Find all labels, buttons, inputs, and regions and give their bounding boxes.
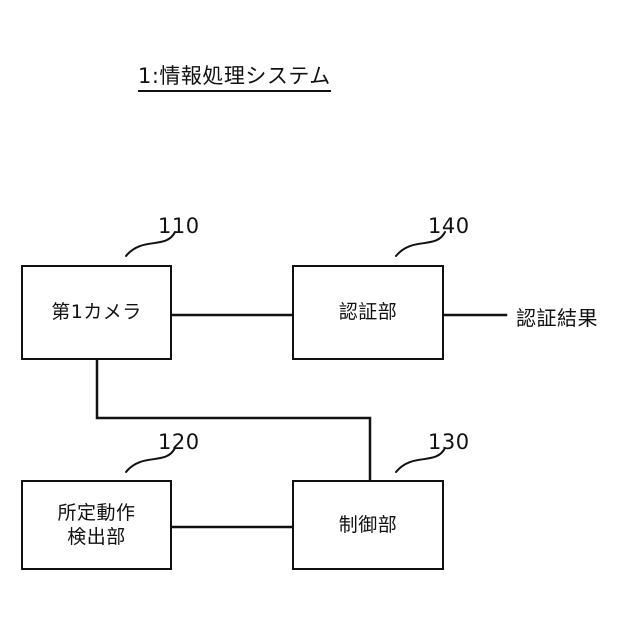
leader-line-140 xyxy=(395,231,446,257)
reference-number-110: 110 xyxy=(158,214,200,238)
figure-title: 1:情報処理システム xyxy=(138,64,331,93)
leader-line-120 xyxy=(125,447,176,473)
connector-110-to-130 xyxy=(95,358,372,482)
node-box-140[interactable]: 認証部 xyxy=(292,265,444,360)
reference-number-130: 130 xyxy=(428,430,470,454)
leader-line-110 xyxy=(125,231,176,257)
reference-number-140: 140 xyxy=(428,214,470,238)
node-box-110[interactable]: 第1カメラ xyxy=(21,265,172,360)
reference-number-120: 120 xyxy=(158,430,200,454)
output-label-0: 認証結果 xyxy=(516,306,598,330)
node-label-120: 所定動作 検出部 xyxy=(57,501,136,548)
node-label-140: 認証部 xyxy=(338,301,398,324)
node-label-130: 制御部 xyxy=(338,513,398,536)
node-box-120[interactable]: 所定動作 検出部 xyxy=(21,480,172,570)
node-label-110: 第1カメラ xyxy=(51,301,142,324)
leader-line-130 xyxy=(395,447,446,473)
node-box-130[interactable]: 制御部 xyxy=(292,480,444,570)
